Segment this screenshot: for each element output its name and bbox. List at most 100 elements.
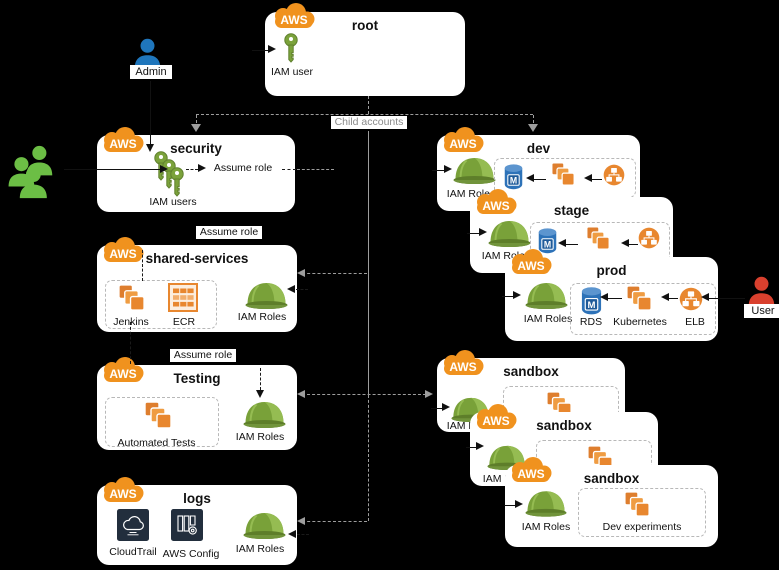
- connector-to-dev: [533, 115, 534, 123]
- arrow-into-sandbox1-roles: [431, 407, 442, 409]
- aws-cloud-badge: AWS: [275, 3, 315, 28]
- arrowhead-into-shared-services: [297, 268, 305, 277]
- automated-tests-icon: [144, 401, 172, 429]
- account-box-sandbox-3: AWS sandbox IAM Roles Dev experiments: [505, 457, 718, 547]
- account-box-testing: AWS Testing Automated Tests IAM Roles: [97, 357, 297, 450]
- dashed-assume-chain-shared: [142, 250, 143, 281]
- cloudtrail-label: CloudTrail: [109, 546, 157, 558]
- aws-config-label: AWS Config: [162, 548, 220, 560]
- db-letter: M: [544, 240, 551, 250]
- arrowhead: [513, 291, 521, 299]
- arrowhead: [287, 284, 295, 293]
- arrowhead: [526, 174, 534, 182]
- aws-cloud-badge: AWS: [444, 350, 484, 375]
- aws-badge-text: AWS: [109, 247, 136, 261]
- cloudtrail-icon: [117, 509, 149, 541]
- connector-to-security: [196, 115, 197, 123]
- iam-users-label: IAM users: [149, 196, 197, 208]
- arrow-into-prod-roles: [502, 295, 513, 297]
- db-letter: M: [588, 300, 596, 311]
- iam-user-key-icon: [284, 33, 298, 63]
- aws-cloud-badge: AWS: [444, 127, 484, 152]
- assume-role-label-testing: Assume role: [170, 349, 236, 362]
- iam-roles-hat-icon: [453, 157, 496, 185]
- arrowhead-into-sandbox: [425, 390, 433, 398]
- kubernetes-label: Kubernetes: [613, 316, 667, 328]
- shared-services-title: shared-services: [145, 251, 249, 266]
- account-box-security: AWS security IAM users: [97, 127, 295, 212]
- automated-tests-label: Automated Tests: [117, 437, 196, 449]
- child-accounts-label: Child accounts: [331, 116, 407, 129]
- iam-roles-label: IAM Roles: [237, 311, 287, 323]
- sandbox-1-title: sandbox: [503, 364, 559, 379]
- iam-roles-hat-icon: [243, 512, 286, 540]
- aws-badge-text: AWS: [482, 414, 509, 428]
- iam-users-keys-icon: [154, 151, 184, 197]
- rds-db-icon: M: [504, 163, 523, 190]
- aws-cloud-badge: AWS: [104, 237, 144, 262]
- dev-experiments-label: Dev experiments: [602, 521, 682, 533]
- shared-services-group: [105, 280, 217, 329]
- aws-badge-text: AWS: [109, 367, 136, 381]
- branch-shared-services: [302, 272, 367, 274]
- elb-icon: [638, 227, 660, 249]
- kubernetes-cubes-icon: [626, 285, 652, 311]
- elb-label: ELB: [685, 316, 705, 328]
- branch-logs: [302, 520, 367, 522]
- user-label: User: [744, 304, 779, 318]
- branch-testing-sandbox: [302, 394, 426, 395]
- arrowhead-into-testing: [297, 390, 305, 398]
- iam-roles-label: IAM Roles: [521, 521, 571, 533]
- iam-roles-label: IAM Roles: [235, 431, 285, 443]
- aws-cloud-badge: AWS: [104, 477, 144, 502]
- aws-cloud-badge: AWS: [512, 249, 552, 274]
- jenkins-icon: [118, 284, 145, 311]
- arrow-into-sandbox2-roles: [466, 446, 476, 448]
- arrowhead: [584, 174, 592, 182]
- jenkins-label: Jenkins: [113, 316, 149, 328]
- connector-root-down: [367, 96, 369, 114]
- arrowhead: [701, 293, 709, 301]
- arrow-into-dev-roles: [432, 169, 444, 171]
- arrowhead: [145, 144, 154, 152]
- account-box-logs: AWS logs CloudTrail AWS Config IAM Roles: [97, 477, 297, 565]
- rds-label: RDS: [579, 316, 603, 328]
- aws-badge-text: AWS: [109, 137, 136, 151]
- db-letter: M: [510, 176, 517, 186]
- prod-title: prod: [596, 263, 627, 278]
- arrowhead-into-dev: [527, 124, 538, 132]
- aws-cloud-badge: AWS: [512, 457, 552, 482]
- testing-title: Testing: [173, 371, 221, 386]
- aws-badge-text: AWS: [517, 259, 544, 273]
- arrow-into-stage-roles: [467, 232, 479, 234]
- assume-role-label-shared: Assume role: [196, 226, 262, 239]
- arrow-stage-elb-to-k8s: [629, 243, 638, 245]
- arrow-dev-elb-to-k8s: [592, 178, 602, 180]
- dashed-jenkins-to-testing: [129, 322, 131, 364]
- rds-db-icon: M: [538, 227, 557, 254]
- arrowhead: [558, 239, 566, 247]
- aws-cloud-badge: AWS: [104, 357, 144, 382]
- trunk-line-solid: [367, 131, 369, 395]
- account-box-prod: AWS prod IAM Roles M RDS Kubernetes ELB: [505, 249, 718, 341]
- iam-user-label: IAM user: [270, 66, 313, 78]
- sandbox-2-title: sandbox: [536, 418, 592, 433]
- end-user-icon: [748, 276, 775, 306]
- admin-label: Admin: [130, 65, 172, 79]
- elb-icon: [603, 164, 625, 186]
- arrow-dev-k8s-to-rds: [534, 178, 546, 180]
- arrowhead: [600, 293, 608, 301]
- logs-title: logs: [183, 491, 211, 506]
- aws-cloud-badge: AWS: [104, 127, 144, 152]
- dev-title: dev: [526, 141, 551, 156]
- root-title: root: [351, 18, 379, 33]
- arrowhead: [479, 228, 487, 236]
- arrow-prod-k8s-to-rds: [608, 297, 622, 299]
- sandbox-3-group: [578, 488, 706, 537]
- aws-cloud-badge: AWS: [477, 404, 517, 429]
- arrowhead: [288, 529, 296, 538]
- arrow-into-sandbox3-roles: [504, 504, 515, 506]
- iam-roles-hat-icon: [488, 220, 531, 248]
- arrow-admin-to-security: [149, 81, 151, 144]
